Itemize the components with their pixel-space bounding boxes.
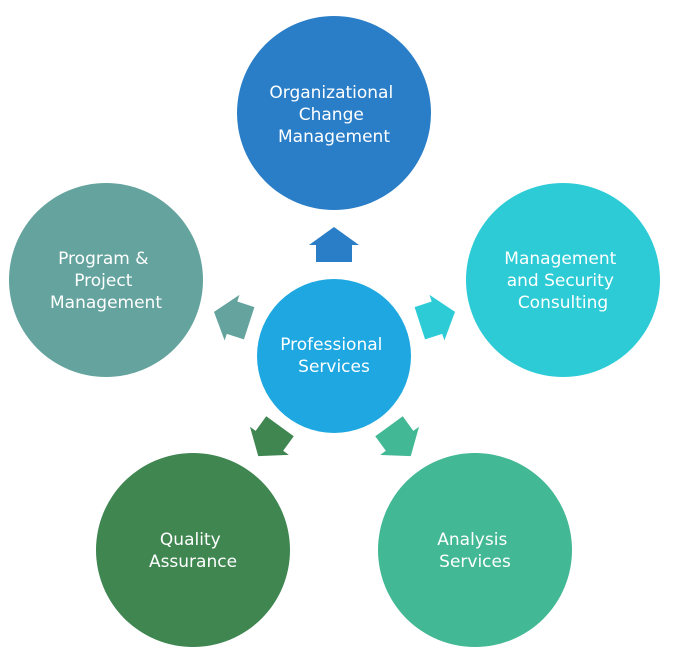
node-org-change: Organizational Change Management [237,16,431,210]
node-program-project-label-line-1: Program & [58,249,148,269]
node-program-project-label-line-2: Project [74,271,132,291]
node-quality-label-line-2: Assurance [149,552,237,572]
node-org-change-circle [237,16,431,210]
node-org-change-label-line-3: Management [278,127,390,147]
center-node-label-line-1: Professional [280,335,382,355]
node-mgmt-security-label-line-3: Consulting [518,293,608,313]
center-node-label: Professional Services [280,335,388,377]
node-quality-label: Quality Assurance [149,530,237,572]
node-mgmt-security-label-line-2: and Security [507,271,614,291]
center-node-circle [257,279,411,433]
arrow-to-mgmt-security [414,294,456,341]
node-analysis-label-line-1: Analysis [437,530,507,550]
node-analysis-label-line-2: Services [439,552,511,572]
center-node-label-line-2: Services [298,357,370,377]
node-mgmt-security: Management and Security Consulting [466,183,660,377]
node-program-project-circle [9,183,203,377]
node-analysis: Analysis Services [378,453,572,647]
node-quality-circle [96,453,290,647]
node-quality-label-line-1: Quality [160,530,221,550]
node-analysis-circle [378,453,572,647]
center-node: Professional Services [257,279,411,433]
arrow-to-analysis [375,416,420,457]
node-org-change-label-line-2: Change [299,105,364,125]
node-quality: Quality Assurance [96,453,290,647]
node-program-project: Program & Project Management [9,183,203,377]
node-org-change-label: Organizational Change Management [269,83,398,147]
node-program-project-label-line-3: Management [50,293,162,313]
arrows [213,227,456,457]
node-mgmt-security-circle [466,183,660,377]
node-mgmt-security-label-line-1: Management [504,249,616,269]
arrow-to-org-change [309,227,359,262]
arrow-to-quality [249,416,294,457]
node-org-change-label-line-1: Organizational [269,83,393,103]
node-mgmt-security-label: Management and Security Consulting [504,249,621,313]
node-analysis-label: Analysis Services [437,530,512,572]
node-program-project-label: Program & Project Management [50,249,162,313]
arrow-to-program-project [213,294,255,341]
